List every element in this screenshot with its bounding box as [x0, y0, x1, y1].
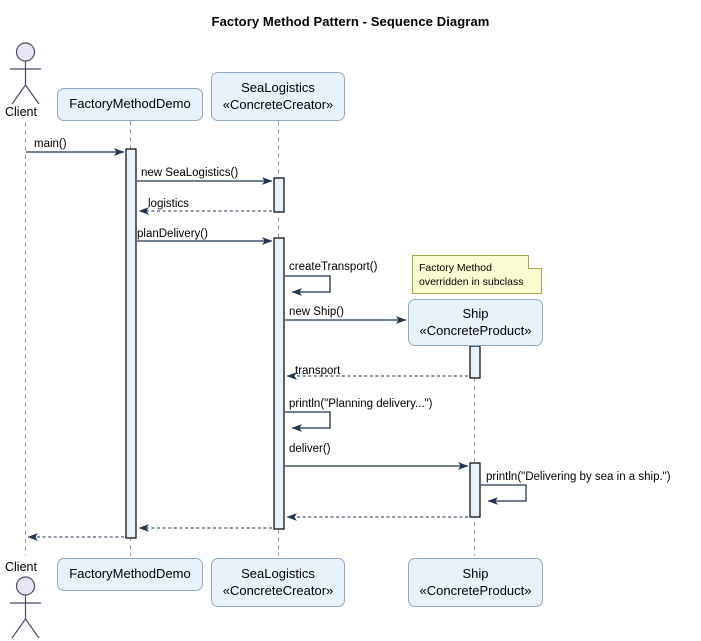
arrow-println-planning	[285, 411, 331, 432]
participant-stereotype: «ConcreteProduct»	[419, 322, 532, 338]
call-arrows	[26, 148, 469, 470]
message-label-createtransport: createTransport()	[289, 261, 378, 273]
participant-name: SeaLogistics	[241, 80, 315, 96]
participant-stereotype: «ConcreteProduct»	[419, 582, 532, 598]
participant-name: FactoryMethodDemo	[69, 96, 191, 112]
actor-head-icon	[15, 576, 36, 596]
actor-label-client-bottom: Client	[5, 560, 37, 574]
note-fold-corner-icon	[528, 255, 542, 269]
participant-name: FactoryMethodDemo	[69, 566, 191, 582]
actor-leg-left	[11, 618, 26, 639]
participant-box-ship-bottom[interactable]: Ship «ConcreteProduct»	[408, 558, 543, 607]
participant-stereotype: «ConcreteCreator»	[222, 582, 334, 598]
message-label-plandelivery: planDelivery()	[137, 228, 208, 240]
participant-name: Ship	[462, 306, 489, 322]
actor-leg-left	[11, 84, 26, 105]
activation-sealogistics-construct	[273, 177, 285, 213]
participant-name: Ship	[462, 566, 489, 582]
message-label-println-delivering: println("Delivering by sea in a ship.")	[486, 471, 671, 483]
self-arrows	[285, 275, 527, 505]
participant-box-factorymethoddemo-bottom[interactable]: FactoryMethodDemo	[57, 558, 203, 591]
message-label-new-ship: new Ship()	[289, 306, 344, 318]
note-line-2: overridden in subclass	[419, 276, 524, 289]
actor-client-bottom	[10, 576, 41, 639]
return-arrows	[27, 207, 468, 541]
message-label-println-planning: println("Planning delivery...")	[289, 398, 433, 410]
actor-head-icon	[15, 42, 36, 62]
actor-leg-right	[25, 84, 40, 105]
activation-demo	[125, 148, 137, 539]
message-label-logistics: logistics	[148, 198, 189, 210]
activation-ship-construct	[469, 345, 481, 379]
participant-box-factorymethoddemo-top[interactable]: FactoryMethodDemo	[57, 88, 203, 121]
activation-sealogistics-plandelivery	[273, 237, 285, 530]
note-factory-method: Factory Method overridden in subclass	[412, 255, 542, 294]
participant-name: SeaLogistics	[241, 566, 315, 582]
participant-stereotype: «ConcreteCreator»	[222, 96, 334, 112]
message-label-transport: transport	[295, 365, 341, 377]
note-line-1: Factory Method	[419, 262, 492, 274]
activation-ship-deliver	[469, 462, 481, 518]
activation-bars	[125, 148, 481, 539]
actor-leg-right	[25, 618, 40, 639]
participant-box-sealogistics-top[interactable]: SeaLogistics «ConcreteCreator»	[211, 72, 345, 121]
participant-box-sealogistics-bottom[interactable]: SeaLogistics «ConcreteCreator»	[211, 558, 345, 607]
participant-box-ship-created[interactable]: Ship «ConcreteProduct»	[408, 299, 543, 346]
message-label-new-sealogistics: new SeaLogistics()	[141, 167, 239, 179]
arrow-createtransport	[285, 275, 331, 296]
page-title: Factory Method Pattern - Sequence Diagra…	[211, 14, 490, 29]
message-label-main: main()	[34, 138, 67, 150]
actor-client-top	[10, 42, 41, 105]
actor-label-client-top: Client	[5, 105, 37, 119]
message-label-deliver: deliver()	[289, 443, 331, 455]
arrow-println-delivering	[481, 484, 527, 505]
